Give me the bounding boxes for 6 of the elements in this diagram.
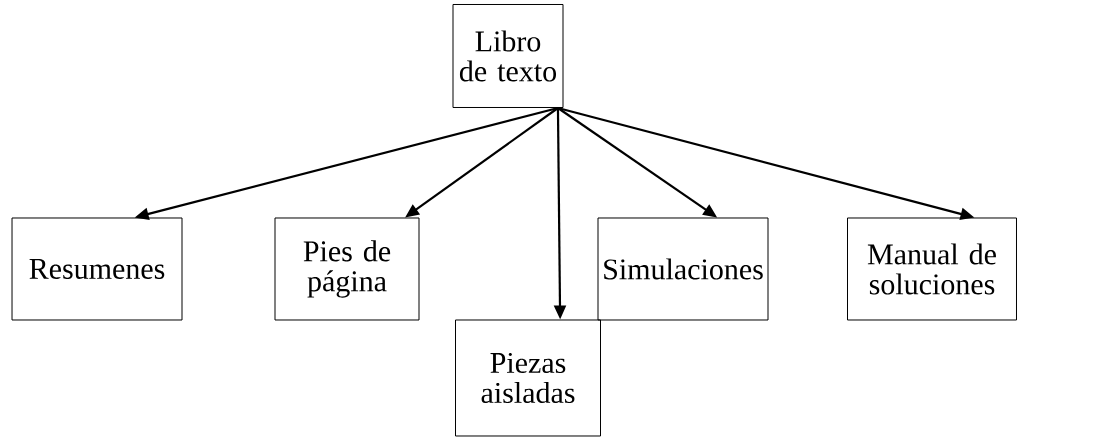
text-box: Piezas aisladas [455,319,601,437]
text-box: Pies de página [274,217,420,321]
text-box: Manual de soluciones [847,217,1017,321]
text-box: Resumenes [11,217,183,321]
text-box: Libro de texto [452,4,564,108]
text-box: Simulaciones [597,217,769,321]
